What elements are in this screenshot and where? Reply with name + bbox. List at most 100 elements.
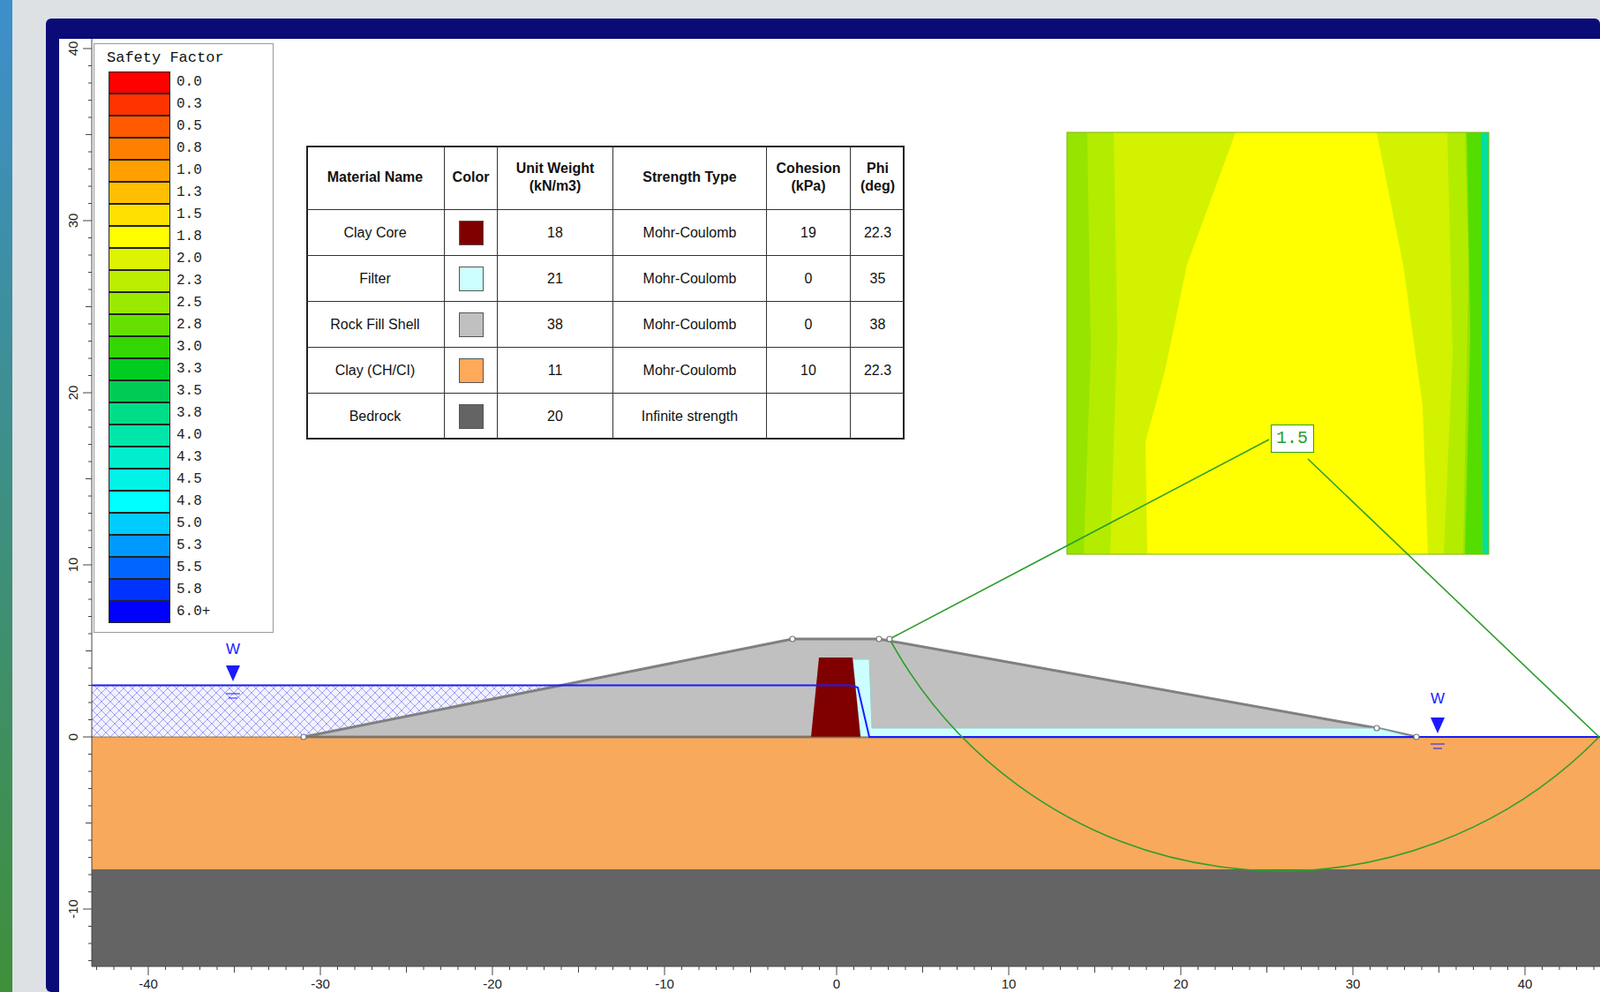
axis-value: 10 [65,557,81,573]
legend-value: 2.3 [176,271,203,290]
table-cell: 22.3 [850,347,905,394]
side-strip [0,0,13,992]
material-swatch [458,358,484,384]
legend-swatch [108,600,171,624]
table-value: 21 [547,270,564,288]
leader-line [889,439,1600,737]
legend-value: 3.5 [176,382,203,400]
legend-value: 4.3 [176,448,203,466]
table-cell: Clay (CH/CI) [306,347,445,394]
axis-value: 30 [1345,976,1361,992]
table-value: Infinite strength [641,407,738,426]
legend-value: 3.0 [176,338,203,356]
legend-swatch [108,247,171,271]
axis-value: 40 [1517,976,1533,992]
table-cell: Mohr-Coulomb [613,301,767,348]
x-axis [91,966,1600,968]
axis-value: -10 [65,899,81,919]
table-cell: Mohr-Coulomb [613,347,767,394]
table-value: Mohr-Coulomb [643,224,737,242]
table-value: 10 [800,361,817,380]
legend-value: 4.5 [176,470,203,489]
legend-value: 5.3 [176,536,203,555]
table-cell: 19 [766,210,851,256]
table-value: 38 [870,315,887,334]
table-cell [444,255,498,302]
slip-surface [889,638,1600,872]
table-cell: Clay Core [306,210,445,256]
legend-value: 0.5 [176,117,203,136]
table-value: 0 [804,270,813,288]
filter-zone [852,659,1413,737]
legend-swatch [108,556,171,579]
water-marker [1430,717,1445,734]
table-cell: Material Name [306,145,445,211]
table-header: Strength Type [642,168,737,187]
table-value: 18 [547,224,564,242]
water-marker [1430,743,1445,749]
table-cell: Mohr-Coulomb [613,255,767,302]
legend-swatch [108,490,171,513]
legend-value: 0.0 [176,73,203,91]
legend-swatch [108,534,171,557]
table-header: Cohesion (kPa) [770,159,847,196]
water-marker [225,693,241,699]
legend-value: 4.8 [176,492,203,511]
frame-border [45,18,1600,992]
table-value: Clay (CH/CI) [335,361,416,380]
legend-swatch [108,71,171,94]
table-value: Rock Fill Shell [330,315,420,334]
legend-value: 1.0 [176,161,203,180]
table-cell: 21 [497,255,614,302]
material-swatch [458,266,484,292]
table-cell: Unit Weight (kN/m3) [497,145,614,211]
legend-value: 5.8 [176,580,203,599]
legend-swatch [108,314,171,337]
vertex-dot [300,636,1420,740]
water-marker [225,665,241,682]
axis-ticks [82,48,1594,976]
table-value: Filter [359,270,391,288]
table-value: Mohr-Coulomb [643,315,737,334]
water-label: W [225,640,241,659]
axis-value: -10 [654,976,675,992]
table-cell [444,210,498,256]
table-cell: Bedrock [306,393,445,440]
table-cell: 35 [850,255,905,302]
legend-value: 3.3 [176,360,203,378]
table-cell: 0 [766,301,851,348]
water-table [91,685,1600,738]
table-header: Unit Weight (kN/m3) [501,159,609,196]
legend-swatch [108,137,171,160]
axis-value: 0 [833,976,841,992]
axis-value: 20 [1173,976,1189,992]
legend-swatch [108,468,171,491]
axis-value: 10 [1001,976,1017,992]
axis-value: -40 [138,976,158,992]
plot-ground [59,38,1600,992]
legend-swatch [108,225,171,248]
axis-value: 20 [65,385,81,401]
material-table: Material Name Color Unit Weight (kN/m3) Str… [306,145,905,440]
legend-value: 5.5 [176,558,203,577]
table-cell [444,347,498,394]
table-cell: 38 [497,301,614,348]
legend-swatch [108,203,171,226]
table-cell: Rock Fill Shell [306,301,445,348]
legend-title: Safety Factor [106,49,225,67]
table-value: 22.3 [863,361,892,380]
table-cell: 18 [497,210,614,256]
table-cell: 11 [497,347,614,394]
table-cell: 0 [766,255,851,302]
legend-swatch [108,358,171,381]
table-cell: 10 [766,347,851,394]
table-header: Color [452,168,490,187]
axis-value: 40 [65,41,81,57]
water-label: W [1430,690,1445,708]
legend-swatch [108,270,171,293]
clay-core [811,657,861,737]
legend-swatch [108,380,171,403]
legend-value: 1.5 [176,205,203,224]
material-swatch [458,220,484,246]
legend-swatch [108,424,171,447]
